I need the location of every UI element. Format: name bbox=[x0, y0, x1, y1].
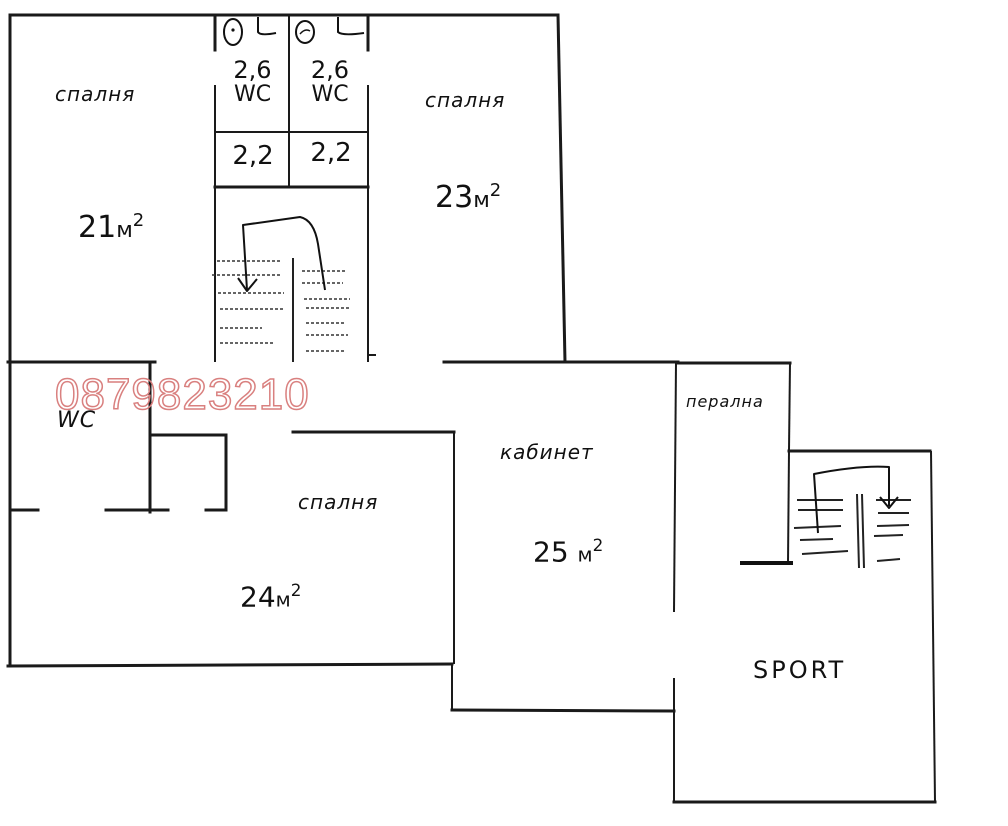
area-exp: 2 bbox=[592, 535, 604, 555]
area-unit: м bbox=[577, 542, 593, 567]
walls bbox=[6, 13, 937, 804]
area-value: 25 bbox=[533, 535, 569, 569]
area-value: 24 bbox=[240, 580, 276, 614]
wc-2-cell: 2,6 WC bbox=[295, 56, 365, 108]
wc-1-vestibule-area: 2,2 bbox=[232, 141, 274, 171]
room-label-bedroom-nw: спалня bbox=[55, 82, 136, 106]
area-exp: 2 bbox=[489, 180, 502, 201]
wc-1-area: 2,6 bbox=[233, 56, 272, 84]
wc-2-area: 2,6 bbox=[310, 56, 350, 84]
stair-central bbox=[212, 216, 350, 362]
room-label-bedroom-ne: спалня bbox=[425, 88, 506, 112]
room-area-bedroom-ne: 23м2 bbox=[435, 180, 501, 215]
room-label-sport: SPORT bbox=[753, 656, 847, 684]
room-area-bedroom-nw: 21м2 bbox=[78, 210, 144, 245]
room-label-study: кабинет bbox=[500, 440, 594, 464]
area-value: 23 bbox=[435, 180, 474, 215]
room-area-study: 25 м2 bbox=[533, 535, 603, 568]
area-unit: м bbox=[116, 218, 133, 243]
room-label-bedroom-s: спалня bbox=[298, 490, 379, 514]
area-value: 21 bbox=[78, 210, 117, 245]
phone-watermark: 0879823210 bbox=[54, 369, 310, 420]
room-area-bedroom-s: 24м2 bbox=[240, 580, 301, 613]
wc-2-label: WC bbox=[311, 82, 349, 108]
room-label-wc-west: WC bbox=[57, 408, 97, 433]
room-label-laundry: перална bbox=[686, 392, 764, 411]
area-unit: м bbox=[275, 587, 291, 612]
wc-2-vestibule-area: 2,2 bbox=[310, 138, 352, 168]
stair-east bbox=[793, 465, 911, 569]
area-exp: 2 bbox=[132, 210, 145, 231]
toilet-icon bbox=[223, 17, 277, 46]
area-unit: м bbox=[473, 188, 490, 213]
wc-1-cell: 2,6 WC bbox=[220, 56, 285, 108]
wc-1-label: WC bbox=[233, 82, 272, 108]
toilet-icon bbox=[295, 17, 365, 44]
area-exp: 2 bbox=[290, 580, 302, 600]
